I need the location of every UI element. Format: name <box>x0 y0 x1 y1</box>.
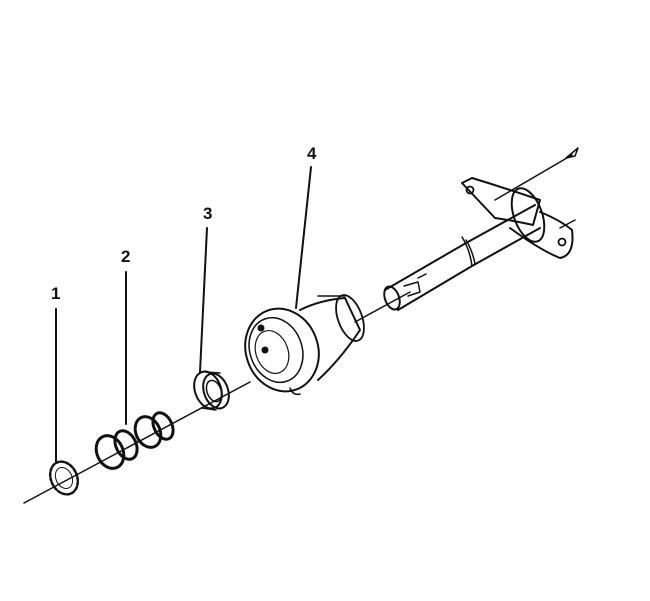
callout-label-2: 2 <box>121 247 131 266</box>
part-1-washer <box>48 460 80 496</box>
axis-line <box>23 147 579 504</box>
callout-label-4: 4 <box>307 144 317 163</box>
leader-line-4 <box>295 166 312 309</box>
part-4-housing <box>244 294 365 396</box>
callout-label-1: 1 <box>51 284 61 303</box>
shaft-coupling <box>383 285 401 311</box>
leader-line-3 <box>199 227 208 373</box>
part-2-rings <box>94 411 175 470</box>
shaft-assembly <box>384 177 576 311</box>
callout-label-3: 3 <box>203 204 213 223</box>
part-3-bushing <box>193 370 230 411</box>
